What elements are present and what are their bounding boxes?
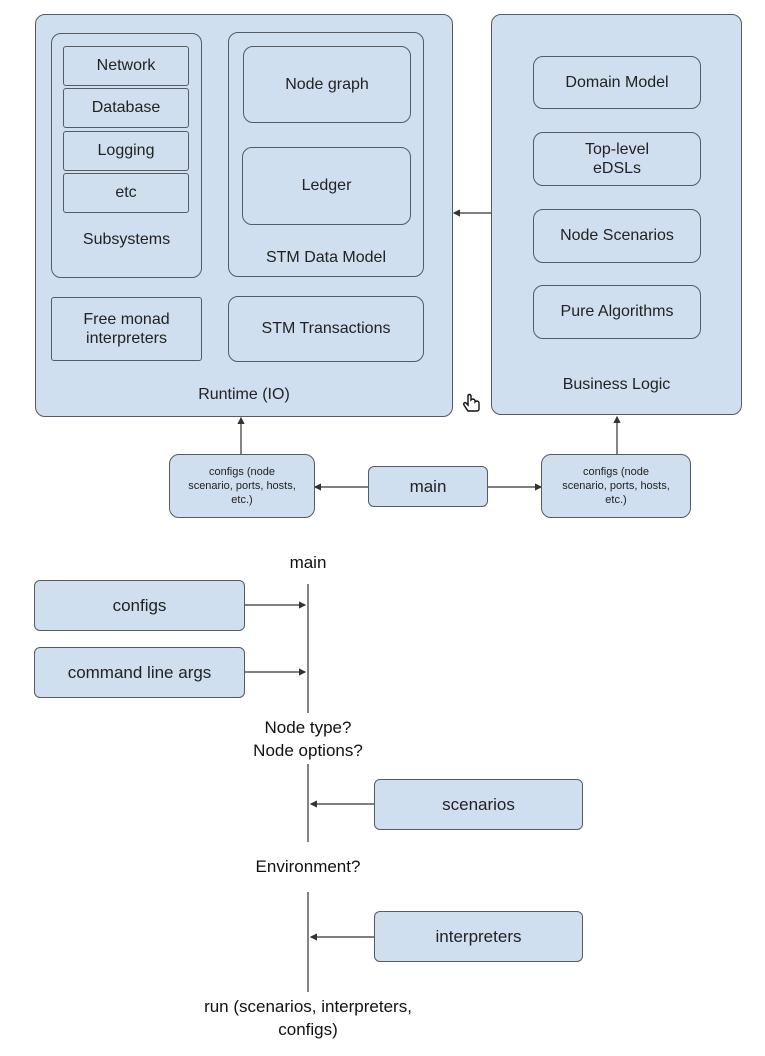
subsystem-logging: Logging [63,131,189,171]
subsystem-etc: etc [63,173,189,213]
free-monad-interpreters-box: Free monad interpreters [51,297,202,361]
main-box: main [368,466,488,507]
subsystem-database: Database [63,88,189,128]
subsystems-title: Subsystems [82,231,171,248]
interpreters-box: interpreters [374,911,583,962]
main-label: main [289,553,327,572]
configs-box: configs [34,580,245,631]
top-level-edsls-box: Top-level eDSLs [533,132,701,186]
ledger-box: Ledger [242,147,411,225]
free-monad-label: Free monad interpreters [83,311,170,347]
business-logic-title: Business Logic [562,376,671,393]
node-scenarios-box: Node Scenarios [533,209,701,263]
pure-algorithms-box: Pure Algorithms [533,285,701,339]
node-question-label: Node type? Node options? [253,718,363,760]
environment-question-label: Environment? [255,857,361,876]
configs-right-box: configs (node scenario, ports, hosts, et… [541,454,691,518]
domain-model-box: Domain Model [533,56,701,109]
run-label: run (scenarios, interpreters, configs) [204,997,412,1039]
stm-data-model-title: STM Data Model [265,249,387,266]
stm-transactions-box: STM Transactions [228,296,424,362]
node-graph-box: Node graph [243,46,411,123]
hand-pointer-icon [461,393,483,415]
scenarios-box: scenarios [374,779,583,830]
runtime-title: Runtime (IO) [198,386,290,403]
command-line-args-box: command line args [34,647,245,698]
configs-left-box: configs (node scenario, ports, hosts, et… [169,454,315,518]
subsystem-network: Network [63,46,189,86]
